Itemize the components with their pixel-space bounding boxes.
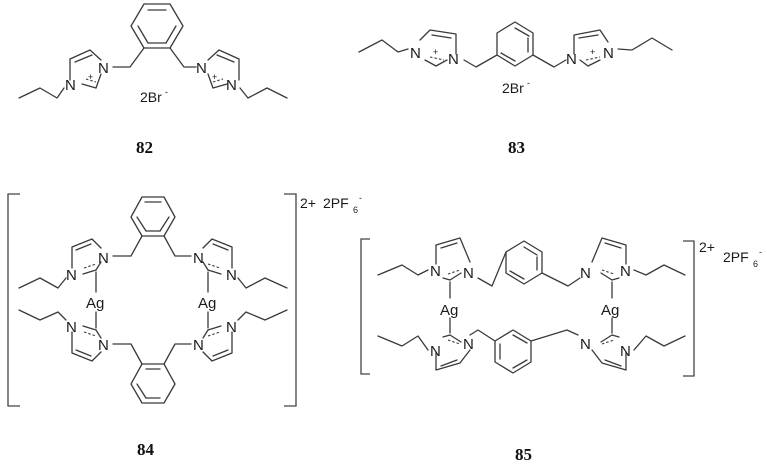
compound-label-85: 85 [515, 445, 532, 464]
svg-text:6: 6 [753, 259, 758, 269]
nitrogen-atom: N [580, 265, 591, 282]
nitrogen-atom: N [430, 263, 441, 280]
nhc-ring-85-top-left: N N [377, 237, 474, 299]
svg-text:2Br: 2Br [140, 89, 162, 105]
right-bracket [683, 240, 695, 377]
counterion-83: 2Br - [502, 78, 530, 96]
svg-text:-: - [759, 247, 762, 257]
nhc-ring-85-bottom-left: N N [377, 317, 474, 371]
silver-atom-right: Ag [198, 295, 216, 312]
nitrogen-atom: N [226, 319, 237, 336]
nitrogen-atom: N [98, 337, 109, 354]
nitrogen-atom: N [603, 45, 614, 62]
svg-text:6: 6 [353, 205, 358, 215]
silver-atom-left: Ag [86, 295, 104, 312]
nitrogen-atom: N [98, 250, 109, 267]
nitrogen-atom: N [98, 60, 109, 77]
compound-83: N N + N N + 2Br - 83 [358, 21, 673, 157]
benzene-ring-83 [496, 21, 534, 67]
svg-text:-: - [359, 193, 362, 203]
nhc-ring-85-bottom-right: N N [580, 317, 686, 371]
nhc-ring-84-bottom-right: N N [193, 309, 288, 362]
nitrogen-atom: N [193, 337, 204, 354]
cation-charge-mark: + [433, 47, 438, 57]
nitrogen-atom: N [430, 343, 441, 360]
right-bracket [284, 193, 297, 407]
cation-charge-mark: + [590, 47, 595, 57]
nitrogen-atom: N [226, 267, 237, 284]
nhc-ring-85-top-right: N N [580, 237, 686, 299]
nitrogen-atom: N [66, 319, 77, 336]
nitrogen-atom: N [66, 267, 77, 284]
nitrogen-atom: N [580, 336, 591, 353]
left-bracket [360, 238, 370, 375]
imidazolium-right-83: N N + [566, 29, 673, 68]
nitrogen-atom: N [566, 51, 577, 68]
svg-text:2Br: 2Br [502, 80, 524, 96]
svg-text:2PF: 2PF [323, 195, 349, 211]
imidazolium-left-83: N N + [358, 29, 459, 68]
benzene-ring-84-top [130, 196, 176, 237]
left-bracket [7, 193, 20, 407]
silver-atom-left: Ag [440, 302, 458, 319]
svg-text:2+: 2+ [300, 195, 316, 211]
complex-charge-85: 2+ 2PF 6 - [699, 239, 762, 269]
nitrogen-atom: N [620, 263, 631, 280]
svg-text:-: - [165, 87, 168, 97]
benzene-ring-82 [130, 3, 184, 49]
imidazolium-left-82: N N + [18, 49, 109, 99]
nitrogen-atom: N [410, 45, 421, 62]
nhc-ring-84-top-right: N N [193, 238, 288, 293]
imidazolium-right-82: N N + [196, 49, 288, 99]
complex-charge-84: 2+ 2PF 6 - [300, 193, 362, 215]
nhc-ring-84-bottom-left: N N [18, 309, 109, 362]
nitrogen-atom: N [65, 77, 76, 94]
nitrogen-atom: N [620, 343, 631, 360]
nitrogen-atom: N [193, 250, 204, 267]
cation-charge-mark: + [212, 72, 217, 82]
cation-charge-mark: + [88, 72, 93, 82]
svg-text:2+: 2+ [699, 239, 715, 255]
nitrogen-atom: N [226, 77, 237, 94]
compound-82: N N + N N + 2Br - 82 [18, 3, 288, 157]
svg-text:-: - [527, 78, 530, 88]
compound-label-82: 82 [136, 138, 153, 157]
benzene-ring-85-top [505, 240, 543, 285]
compound-85: 2+ 2PF 6 - [360, 237, 762, 464]
benzene-ring-85-bottom [494, 329, 532, 374]
nitrogen-atom: N [463, 265, 474, 282]
compound-label-84: 84 [137, 440, 155, 459]
nitrogen-atom: N [463, 336, 474, 353]
nhc-ring-84-top-left: N N [18, 238, 109, 293]
compound-label-83: 83 [508, 138, 525, 157]
svg-text:2PF: 2PF [723, 249, 749, 265]
nitrogen-atom: N [196, 60, 207, 77]
nitrogen-atom: N [448, 51, 459, 68]
benzene-ring-84-bottom [130, 363, 176, 404]
compound-84: 2+ 2PF 6 - [7, 193, 362, 459]
counterion-82: 2Br - [140, 87, 168, 105]
silver-atom-right: Ag [601, 302, 619, 319]
